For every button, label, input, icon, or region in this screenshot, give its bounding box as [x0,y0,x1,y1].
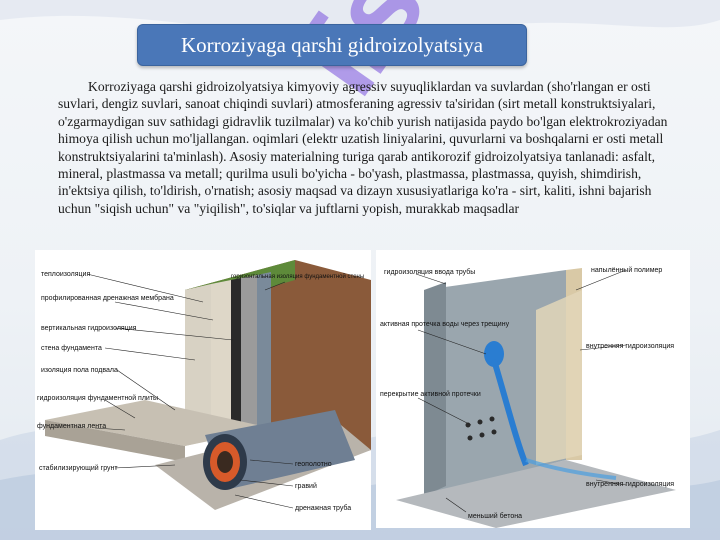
avito-logo: Avito [644,511,668,523]
label-left-5: гидроизоляция фундаментной плиты [37,394,158,402]
label-left-2: вертикальная гидроизоляция [41,325,137,332]
label-right-6: меньший бетона [468,512,522,520]
label-right-1: активная протечка воды через трещину [380,321,510,328]
label-right-5: внутренняя гидроизоляция [586,481,674,488]
label-left-3: стена фундамента [41,345,102,352]
leak-repair-diagram: гидроизоляция ввода трубы активная проте… [376,250,690,528]
label-left-1: профилированная дренажная мембрана [41,294,174,302]
label-left-4: изоляция пола подвала [41,367,118,374]
label-left-11: дренажная труба [295,504,351,512]
label-left-10: гравий [295,482,317,490]
body-text: Korroziyaga qarshi gidroizolyatsiya kimy… [58,78,668,217]
label-left-8: горизонтальная изоляция фундаментной сте… [231,273,364,280]
label-right-3: напылённый полимер [591,266,662,274]
foundation-waterproofing-diagram: теплоизоляция профилированная дренажная … [35,250,371,530]
label-right-4: внутренняя гидроизоляция [586,343,674,350]
label-left-0: теплоизоляция [41,271,90,278]
label-right-0: гидроизоляция ввода трубы [384,268,475,276]
slide-title: Korroziyaga qarshi gidroizolyatsiya [137,24,527,66]
body-paragraph: Korroziyaga qarshi gidroizolyatsiya kimy… [58,79,668,216]
label-left-6: фундаментная лента [37,423,106,430]
label-left-7: стабилизирующий грунт [39,464,118,472]
label-left-9: геополотно [295,461,332,468]
label-right-2: перекрытие активной протечки [380,390,481,398]
